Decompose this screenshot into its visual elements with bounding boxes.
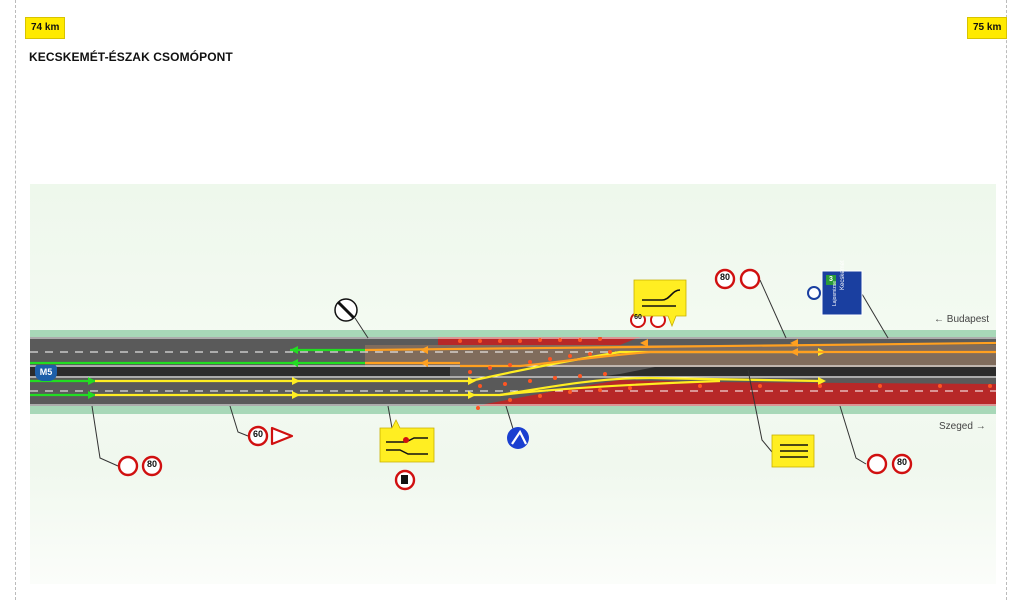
orange-traffic-paths xyxy=(364,341,997,368)
speed-sign-pair-se xyxy=(866,453,913,475)
motorway-shield: M5 xyxy=(35,365,57,381)
traffic-cones xyxy=(458,337,992,410)
end-of-restriction-icon xyxy=(334,298,358,322)
lane-merge-sign-icon xyxy=(633,279,687,328)
speed-sign-pair-sw xyxy=(117,455,163,477)
speed-limit-80-se: 80 xyxy=(896,457,907,467)
km-marker-start: 74 km xyxy=(25,17,66,39)
lane-markings xyxy=(30,351,996,392)
keep-right-icon xyxy=(507,427,529,449)
left-boundary-line xyxy=(15,0,16,600)
lane-shift-sign-icon xyxy=(379,419,435,463)
direction-budapest: ← Budapest xyxy=(934,314,989,325)
exit-sign-subtitle: Lajosmizse xyxy=(832,280,838,306)
speed-limit-60-ne: 60 xyxy=(634,314,642,321)
arrow-left-icon: ← xyxy=(934,314,944,325)
fuel-icon xyxy=(394,469,416,491)
km-marker-end: 75 km xyxy=(967,17,1008,39)
work-zone-crossover xyxy=(450,350,700,392)
south-verge xyxy=(30,406,996,414)
green-traffic-paths xyxy=(30,348,365,397)
exit-sign-number: 3 xyxy=(826,275,836,285)
direction-szeged: Szeged → xyxy=(939,421,986,432)
orange-overlay xyxy=(365,345,996,367)
right-boundary-line xyxy=(1006,0,1007,600)
page-title: KECSKEMÉT-ÉSZAK CSOMÓPONT xyxy=(29,50,233,64)
north-verge xyxy=(30,330,996,337)
direction-szeged-label: Szeged xyxy=(939,421,973,432)
arrow-right-icon: → xyxy=(975,421,986,432)
speed-limit-60-sw: 60 xyxy=(252,429,263,439)
sign-leader-lines xyxy=(91,279,889,467)
speed-limit-80-sw: 80 xyxy=(146,459,157,469)
orange-arrowheads xyxy=(420,339,798,367)
speed-sign-pair-ne xyxy=(714,268,761,290)
speed-sign-60-pair xyxy=(247,425,294,447)
speed-limit-80-ne: 80 xyxy=(719,272,730,282)
direction-budapest-label: Budapest xyxy=(946,314,990,325)
green-arrowheads xyxy=(88,346,298,399)
yellow-arrowheads xyxy=(292,348,826,399)
exit-sign-destination: Kecskemét xyxy=(840,260,846,290)
lane-split-sign-icon xyxy=(771,434,815,468)
